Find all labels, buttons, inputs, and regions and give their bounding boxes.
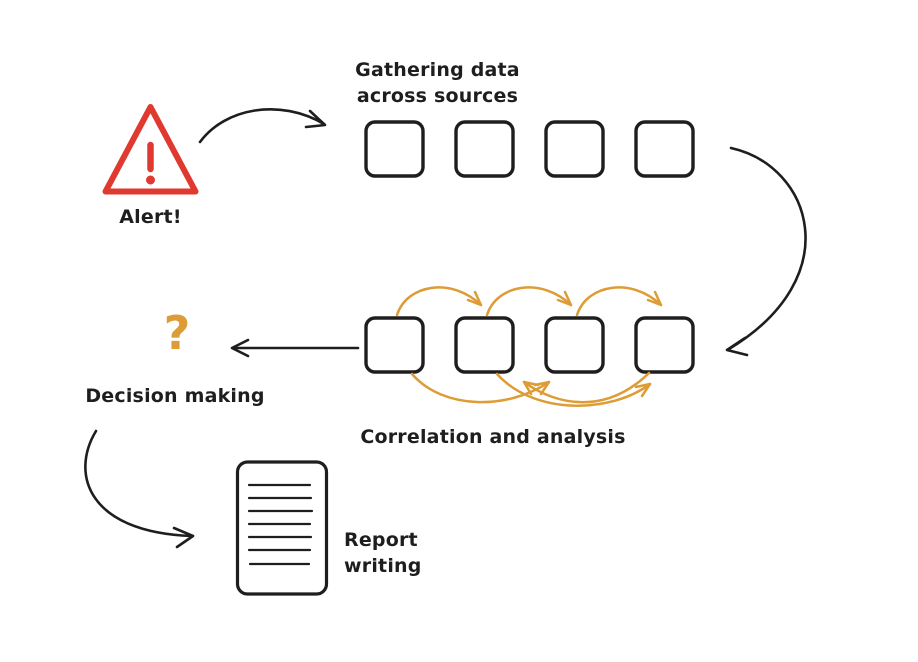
- alert-label: Alert!: [119, 206, 182, 228]
- warning-triangle-icon: [102, 104, 199, 195]
- arc-box2-to-box4: [495, 372, 652, 407]
- data-box: [634, 316, 695, 374]
- document-outline: [235, 460, 329, 596]
- data-box: [544, 120, 605, 178]
- correlation-analysis-label: Correlation and analysis: [360, 426, 626, 448]
- document-icon: [235, 460, 329, 596]
- arrow-gathering-to-correlation: [725, 146, 807, 357]
- data-box: [364, 120, 425, 178]
- data-box: [454, 120, 515, 178]
- question-mark-icon: ?: [163, 306, 191, 360]
- arrow-correlation-to-decision: [230, 338, 360, 358]
- gathering-data-label: Gathering data across sources: [355, 59, 520, 107]
- data-box: [454, 316, 515, 374]
- arc-box3-to-box4: [575, 286, 663, 317]
- triangle-outline: [102, 104, 199, 195]
- arc-box1-to-box3: [410, 372, 551, 404]
- data-box: [364, 316, 425, 374]
- data-box: [634, 120, 695, 178]
- arc-box2-to-box3: [485, 286, 573, 317]
- gathering-box-row: [364, 120, 695, 178]
- exclamation-dot: [146, 175, 155, 185]
- arrow-decision-to-report: [84, 429, 195, 549]
- correlation-box-row: [364, 316, 695, 374]
- decision-making-label: Decision making: [85, 385, 265, 407]
- correlation-arrows: [395, 286, 663, 407]
- arrow-alert-to-gathering: [198, 107, 327, 144]
- data-box: [544, 316, 605, 374]
- document-text-lines: [247, 483, 314, 566]
- arc-box4-to-box2: [522, 371, 651, 404]
- flow-arrows: [84, 107, 807, 549]
- report-writing-label: Report writing: [344, 529, 422, 577]
- arc-box1-to-box2: [395, 286, 483, 317]
